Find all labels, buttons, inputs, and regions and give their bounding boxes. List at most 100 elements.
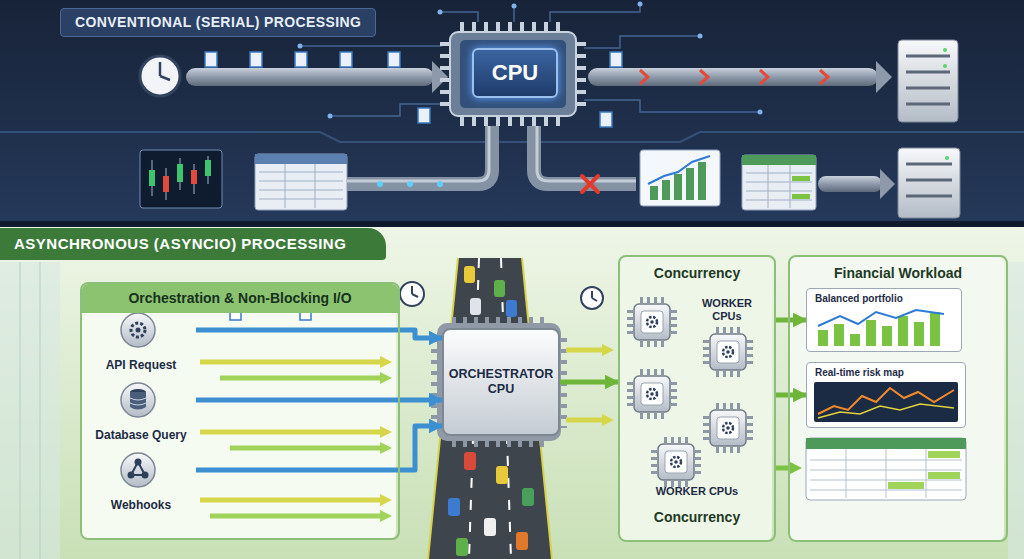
circuit-pad bbox=[638, 2, 643, 7]
circuit-trace bbox=[440, 12, 478, 22]
flow-arrow bbox=[790, 462, 802, 474]
candlestick-chart bbox=[163, 176, 169, 192]
car bbox=[522, 488, 534, 506]
flow-arrow bbox=[380, 426, 392, 438]
risk-map bbox=[818, 388, 954, 414]
flow-connector bbox=[196, 330, 442, 338]
document-icon bbox=[418, 108, 430, 123]
result-table bbox=[806, 438, 966, 449]
source-label: Database Query bbox=[86, 428, 196, 442]
orchestrator-chip: ORCHESTRATOR CPU bbox=[442, 328, 560, 436]
card-title: Real-time risk map bbox=[815, 367, 904, 379]
flow-connector bbox=[196, 398, 442, 403]
risk-map bbox=[806, 362, 966, 428]
serial-pipe bbox=[876, 61, 892, 93]
growth-chart bbox=[686, 168, 694, 200]
cpu-chip bbox=[460, 22, 568, 32]
candlestick-chart bbox=[205, 160, 211, 176]
risk-map bbox=[814, 382, 958, 422]
document-icon bbox=[250, 52, 262, 67]
source-icon bbox=[130, 392, 146, 410]
flow-arrow bbox=[200, 360, 382, 365]
cpu-chip bbox=[576, 42, 586, 110]
risk-map bbox=[806, 362, 966, 428]
server-icon bbox=[943, 48, 947, 52]
result-table bbox=[928, 472, 960, 479]
portfolio-chart bbox=[806, 288, 962, 352]
candlestick-chart bbox=[177, 164, 183, 182]
flow-connector bbox=[196, 426, 442, 470]
flow-connector bbox=[560, 380, 618, 385]
panel-heading: Concurrency bbox=[620, 265, 774, 282]
async-ground bbox=[0, 226, 1024, 559]
serial-pipe bbox=[640, 70, 828, 84]
cpu-chip bbox=[460, 116, 568, 126]
glass-pane bbox=[0, 262, 60, 559]
clock-icon bbox=[159, 62, 162, 76]
result-table bbox=[928, 451, 960, 458]
card-title: Balanced portfolio bbox=[815, 293, 903, 305]
chip-label: ORCHESTRATOR CPU bbox=[444, 330, 558, 434]
growth-chart bbox=[640, 150, 720, 206]
glass-pane bbox=[20, 262, 40, 559]
circuit-pad bbox=[328, 114, 333, 119]
result-table bbox=[806, 438, 966, 500]
source-icon bbox=[121, 383, 155, 417]
data-dot bbox=[377, 181, 443, 187]
flow-arrow bbox=[380, 356, 392, 368]
portfolio-chart bbox=[914, 322, 924, 346]
data-dot bbox=[407, 181, 413, 187]
serial-pipe bbox=[347, 126, 489, 181]
section-divider bbox=[0, 221, 1024, 227]
serial-pipe bbox=[347, 126, 492, 184]
car bbox=[464, 452, 476, 470]
clock-icon bbox=[400, 282, 603, 309]
data-table bbox=[792, 194, 810, 199]
source-icon bbox=[128, 472, 135, 479]
document-icon bbox=[610, 52, 622, 67]
portfolio-chart bbox=[850, 334, 860, 346]
serial-section: CONVENTIONAL (SERIAL) PROCESSINGCPU bbox=[0, 0, 1024, 226]
serial-ground bbox=[0, 0, 1024, 226]
chart-card: Balanced portfolio bbox=[806, 288, 962, 352]
section-heading: ASYNCHRONOUS (ASYNCIO) PROCESSING bbox=[0, 228, 386, 260]
worker-chip bbox=[630, 300, 750, 484]
worker-chip bbox=[654, 440, 698, 484]
worker-chip bbox=[630, 300, 674, 344]
flow-arrow bbox=[210, 514, 382, 519]
data-table bbox=[792, 176, 810, 181]
clock-icon bbox=[592, 291, 597, 301]
data-table bbox=[255, 154, 347, 164]
document-icon bbox=[205, 52, 217, 67]
circuit-trace bbox=[584, 36, 700, 48]
circuit-trace bbox=[584, 100, 760, 112]
server-icon bbox=[898, 40, 960, 218]
cpu-chip bbox=[460, 40, 566, 108]
orchestrator-chip bbox=[435, 321, 563, 443]
server-icon bbox=[898, 40, 958, 122]
clock-icon bbox=[581, 287, 603, 309]
result-table bbox=[806, 438, 966, 500]
flow-arrow bbox=[380, 510, 392, 522]
portfolio-chart bbox=[818, 330, 828, 346]
flow-arrow bbox=[380, 442, 392, 454]
blocked-mark bbox=[582, 176, 598, 192]
flow-arrow bbox=[602, 344, 614, 356]
circuit-trace bbox=[550, 4, 640, 22]
cpu-chip bbox=[450, 32, 576, 116]
server-icon bbox=[906, 164, 952, 196]
data-table bbox=[742, 155, 816, 165]
car bbox=[516, 532, 528, 550]
source-node: Webhooks bbox=[86, 452, 196, 516]
serial-pipe bbox=[537, 126, 636, 181]
panel-footer: Concurrency bbox=[620, 509, 774, 526]
worker-chip bbox=[630, 372, 674, 416]
connector-group bbox=[196, 320, 806, 470]
risk-map bbox=[818, 404, 954, 418]
portfolio-chart bbox=[806, 288, 962, 352]
portfolio-chart bbox=[834, 324, 844, 346]
candlestick-chart bbox=[191, 170, 197, 184]
cpu-chip bbox=[445, 27, 581, 121]
